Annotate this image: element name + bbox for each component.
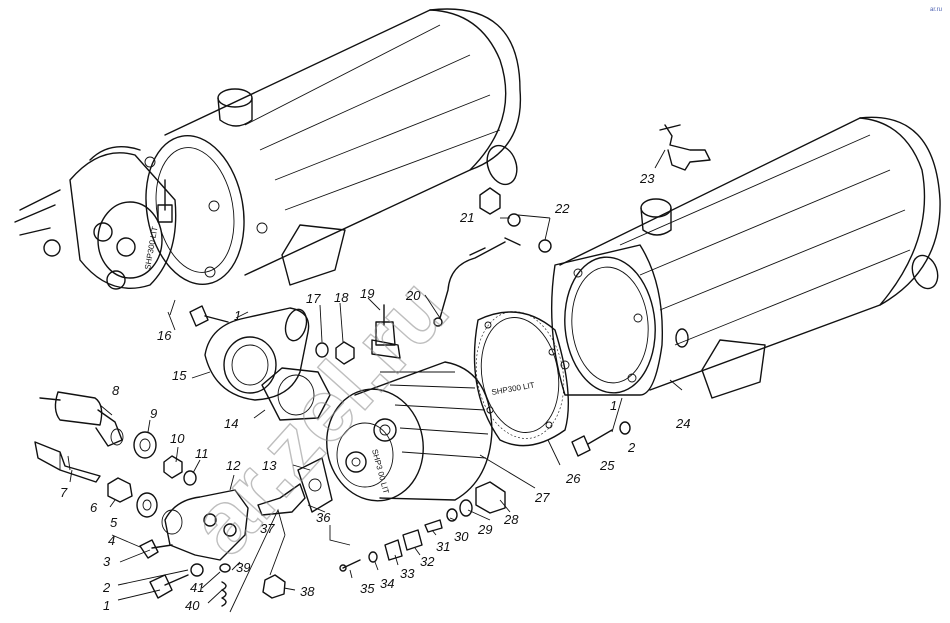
nozzle-32 bbox=[402, 529, 423, 551]
callout-32: 32 bbox=[420, 554, 435, 569]
callout-1-right: 1 bbox=[610, 398, 617, 413]
bolt-1-upper bbox=[189, 305, 229, 327]
callout-35: 35 bbox=[360, 581, 375, 596]
callout-6: 6 bbox=[90, 500, 98, 515]
callout-18: 18 bbox=[334, 290, 349, 305]
callout-25: 25 bbox=[599, 458, 615, 473]
callout-21: 21 bbox=[459, 210, 474, 225]
callout-1-lower: 1 bbox=[103, 598, 110, 613]
fuel-fitting-7 bbox=[34, 441, 101, 483]
fitting-36 bbox=[257, 483, 306, 516]
washer-11 bbox=[183, 470, 197, 486]
screw-35 bbox=[339, 559, 361, 572]
flange-gasket bbox=[473, 311, 570, 447]
callout-7: 7 bbox=[60, 485, 68, 500]
plug-38 bbox=[262, 574, 286, 599]
watermark-text: ar.zel.ru bbox=[171, 259, 467, 572]
callout-15: 15 bbox=[172, 368, 187, 383]
insert-33 bbox=[384, 539, 403, 561]
callout-9: 9 bbox=[150, 406, 157, 421]
callout-26: 26 bbox=[565, 471, 581, 486]
callout-28: 28 bbox=[503, 512, 519, 527]
callout-2-right: 2 bbox=[627, 440, 636, 455]
callout-38: 38 bbox=[300, 584, 315, 599]
washer-34 bbox=[368, 551, 378, 563]
fuel-pipe-20 bbox=[433, 237, 521, 327]
washer-29 bbox=[459, 499, 473, 517]
callout-40: 40 bbox=[185, 598, 200, 613]
callout-39: 39 bbox=[236, 560, 250, 575]
callout-19: 19 bbox=[360, 286, 374, 301]
callout-20: 20 bbox=[405, 288, 421, 303]
washer-30 bbox=[446, 508, 458, 522]
valve-body-12 bbox=[161, 489, 249, 561]
callout-8: 8 bbox=[112, 383, 120, 398]
nut-18 bbox=[335, 341, 355, 365]
exhaust-elbow bbox=[204, 307, 310, 401]
fitting-21 bbox=[479, 187, 501, 215]
callout-27: 27 bbox=[534, 490, 550, 505]
callout-30: 30 bbox=[454, 529, 469, 544]
spring-40 bbox=[219, 563, 231, 607]
pin-31 bbox=[424, 519, 443, 533]
callout-36: 36 bbox=[316, 510, 331, 525]
fuel-filter bbox=[39, 391, 124, 447]
bolt-3 bbox=[139, 539, 173, 559]
callout-1-upper: 1 bbox=[234, 308, 241, 323]
drain-valve-23 bbox=[659, 124, 711, 171]
elbow-gasket bbox=[261, 367, 331, 421]
part-stamp-chamber: SHP3 00 LIT bbox=[370, 448, 391, 495]
callout-16: 16 bbox=[157, 328, 172, 343]
callout-4: 4 bbox=[108, 533, 115, 548]
callout-13: 13 bbox=[262, 458, 277, 473]
washer-9 bbox=[133, 431, 157, 459]
callout-labels: 1 1 2 1 2 3 4 5 6 7 8 9 10 11 12 13 14 1… bbox=[60, 171, 690, 613]
callout-14: 14 bbox=[224, 416, 238, 431]
washer-5 bbox=[136, 492, 158, 518]
callout-34: 34 bbox=[380, 576, 394, 591]
callout-10: 10 bbox=[170, 431, 185, 446]
washer-17 bbox=[315, 342, 329, 358]
washer-2-lower bbox=[190, 563, 204, 577]
plug-28 bbox=[475, 481, 506, 514]
washers-22 bbox=[507, 213, 552, 253]
washer-2-right bbox=[619, 421, 631, 435]
part-stamp-gasket: SHP300 LIT bbox=[491, 381, 536, 397]
callout-2-lower: 2 bbox=[102, 580, 111, 595]
nut-6 bbox=[107, 477, 133, 503]
callout-22: 22 bbox=[554, 201, 570, 216]
corner-logo-mark: ar.ru bbox=[930, 7, 942, 13]
assembled-heater-unit: SHP300 LIT bbox=[14, 8, 522, 290]
callout-3: 3 bbox=[103, 554, 111, 569]
callout-5: 5 bbox=[110, 515, 118, 530]
heat-exchanger-cylinder bbox=[550, 116, 941, 399]
bolt-1-lower bbox=[149, 574, 189, 599]
nut-10 bbox=[163, 455, 183, 479]
bolt-25 bbox=[571, 429, 613, 457]
callout-31: 31 bbox=[436, 539, 450, 554]
callout-11: 11 bbox=[195, 446, 209, 461]
callout-12: 12 bbox=[226, 458, 241, 473]
callout-41: 41 bbox=[190, 580, 204, 595]
mounting-plate-13 bbox=[297, 457, 333, 513]
callout-29: 29 bbox=[477, 522, 492, 537]
spark-plug-19 bbox=[371, 304, 401, 359]
callout-37: 37 bbox=[260, 521, 275, 536]
callout-23: 23 bbox=[639, 171, 655, 186]
leader-lines bbox=[69, 149, 683, 613]
callout-17: 17 bbox=[306, 291, 321, 306]
callout-33: 33 bbox=[400, 566, 415, 581]
callout-24: 24 bbox=[675, 416, 690, 431]
